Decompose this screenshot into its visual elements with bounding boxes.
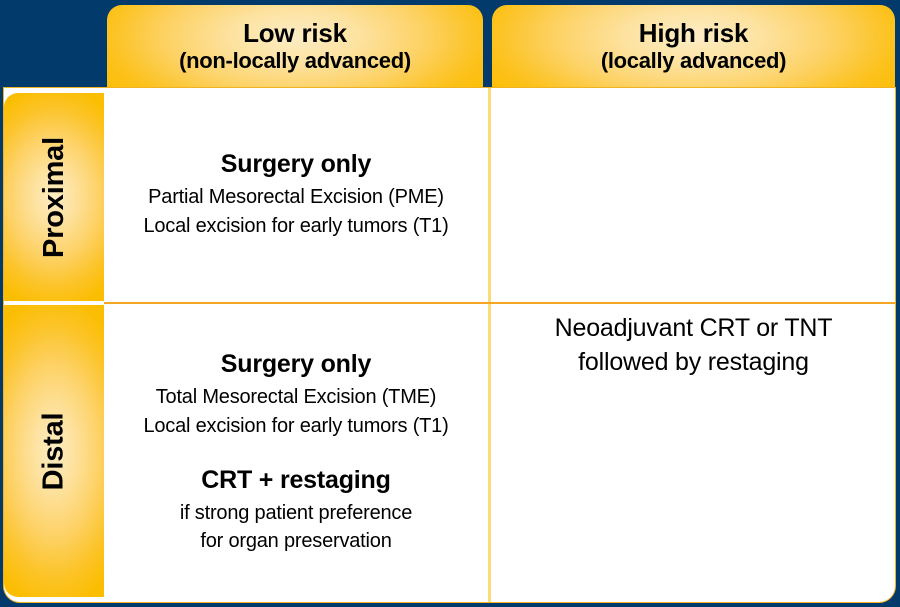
row-divider <box>104 302 895 304</box>
treatment-line: followed by restaging <box>578 348 809 376</box>
treatment-block: CRT + restaging if strong patient prefer… <box>179 466 413 556</box>
cell-low-risk-proximal: Surgery only Partial Mesorectal Excision… <box>104 88 488 302</box>
row-header-proximal: Proximal <box>4 93 104 301</box>
treatment-detail-line: Local excision for early tumors (T1) <box>143 414 449 437</box>
treatment-detail-line: Partial Mesorectal Excision (PME) <box>148 186 444 209</box>
row-header-distal-label: Distal <box>37 412 70 490</box>
column-header-high-risk-subtitle: (locally advanced) <box>600 48 787 74</box>
treatment-line: Neoadjuvant CRT or TNT <box>554 313 833 342</box>
treatment-detail-line: Total Mesorectal Excision (TME) <box>155 386 437 409</box>
treatment-lead: Surgery only <box>220 150 372 179</box>
treatment-lead: CRT + restaging <box>201 466 391 494</box>
cell-low-risk-distal: Surgery only Total Mesorectal Excision (… <box>104 304 488 602</box>
row-header-distal: Distal <box>4 305 104 597</box>
column-divider <box>488 88 491 602</box>
column-header-low-risk-subtitle: (non-locally advanced) <box>179 48 411 74</box>
treatment-detail-line: if strong patient preference <box>179 502 413 524</box>
treatment-detail-line: for organ preservation <box>200 530 392 553</box>
treatment-detail-line: Local excision for early tumors (T1) <box>143 214 449 237</box>
cell-high-risk-merged: Neoadjuvant CRT or TNT followed by resta… <box>492 88 895 602</box>
matrix-body-panel <box>4 88 895 602</box>
column-header-high-risk-title: High risk <box>638 18 749 49</box>
column-header-low-risk: Low risk (non-locally advanced) <box>107 5 483 88</box>
treatment-lead: Surgery only <box>220 350 372 379</box>
column-header-low-risk-title: Low risk <box>243 18 347 49</box>
column-header-high-risk: High risk (locally advanced) <box>492 5 895 88</box>
treatment-block: Surgery only Partial Mesorectal Excision… <box>143 150 448 240</box>
row-header-proximal-label: Proximal <box>37 136 70 258</box>
treatment-block: Surgery only Total Mesorectal Excision (… <box>143 350 448 440</box>
